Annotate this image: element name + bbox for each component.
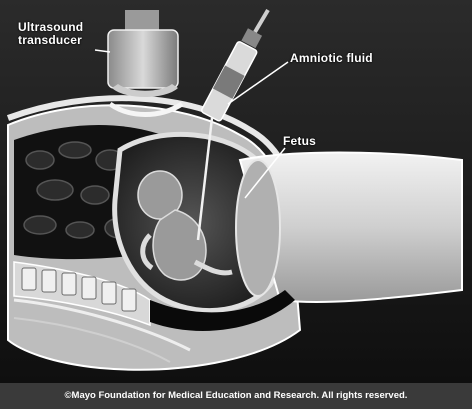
copyright-notice: ©Mayo Foundation for Medical Education a… [0, 383, 472, 409]
label-fetus: Fetus [283, 135, 316, 148]
label-ultrasound-transducer: Ultrasound transducer [18, 21, 118, 47]
label-amniotic-fluid: Amniotic fluid [290, 52, 373, 65]
thigh [236, 153, 462, 302]
